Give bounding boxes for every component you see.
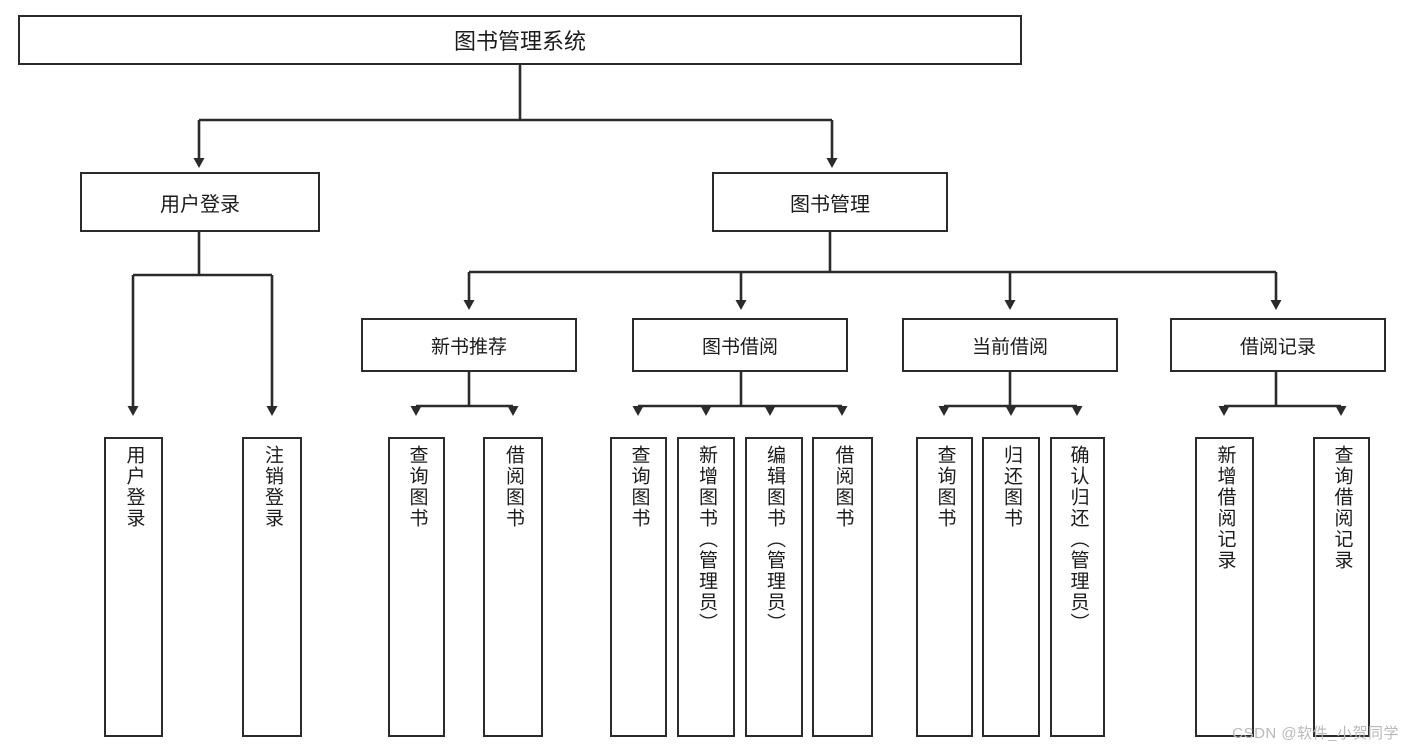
node-root-book-management-system[interactable]: 图书管理系统 [18, 15, 1022, 65]
leaf-current-borrow-confirm-return-admin[interactable]: 确认归还（管理员） [1050, 437, 1105, 737]
node-label: 借阅图书 [832, 445, 854, 529]
node-user-login[interactable]: 用户登录 [80, 172, 320, 232]
leaf-book-borrow-add-book-admin[interactable]: 新增图书（管理员） [677, 437, 735, 737]
node-label: 图书借阅 [701, 336, 778, 358]
leaf-book-borrow-borrow-book[interactable]: 借阅图书 [812, 437, 873, 737]
leaf-borrow-record-add-record[interactable]: 新增借阅记录 [1195, 437, 1254, 737]
leaf-new-book-borrow-book[interactable]: 借阅图书 [483, 437, 543, 737]
node-label: 查询借阅记录 [1331, 445, 1353, 571]
leaf-user-login-login[interactable]: 用户登录 [104, 437, 163, 737]
node-label: 注销登录 [261, 445, 283, 529]
leaf-new-book-query-book[interactable]: 查询图书 [388, 437, 445, 737]
node-label: 新增图书（管理员） [695, 445, 717, 634]
watermark: CSDN @软件_小贺同学 [1232, 725, 1399, 742]
leaf-current-borrow-return-book[interactable]: 归还图书 [982, 437, 1040, 737]
leaf-borrow-record-query-record[interactable]: 查询借阅记录 [1313, 437, 1370, 737]
node-borrow-record[interactable]: 借阅记录 [1170, 318, 1386, 372]
node-label: 编辑图书（管理员） [763, 445, 785, 634]
node-label: 归还图书 [1000, 445, 1022, 529]
node-current-borrow[interactable]: 当前借阅 [902, 318, 1118, 372]
node-label: 用户登录 [123, 445, 145, 529]
leaf-book-borrow-edit-book-admin[interactable]: 编辑图书（管理员） [745, 437, 803, 737]
leaf-book-borrow-query-book[interactable]: 查询图书 [610, 437, 667, 737]
node-new-book-recommend[interactable]: 新书推荐 [361, 318, 577, 372]
node-label: 新书推荐 [430, 336, 507, 358]
node-label: 新增借阅记录 [1214, 445, 1236, 571]
node-label: 确认归还（管理员） [1067, 445, 1089, 634]
leaf-user-login-logout[interactable]: 注销登录 [242, 437, 302, 737]
node-label: 借阅图书 [502, 445, 524, 529]
node-label: 图书管理系统 [453, 29, 586, 54]
node-label: 查询图书 [406, 445, 428, 529]
node-label: 用户登录 [160, 193, 240, 216]
node-label: 当前借阅 [971, 336, 1048, 358]
node-label: 图书管理 [790, 193, 870, 216]
node-label: 借阅记录 [1239, 336, 1316, 358]
node-book-management[interactable]: 图书管理 [712, 172, 948, 232]
node-label: 查询图书 [934, 445, 956, 529]
node-book-borrow[interactable]: 图书借阅 [632, 318, 848, 372]
node-label: 查询图书 [628, 445, 650, 529]
leaf-current-borrow-query-book[interactable]: 查询图书 [916, 437, 973, 737]
